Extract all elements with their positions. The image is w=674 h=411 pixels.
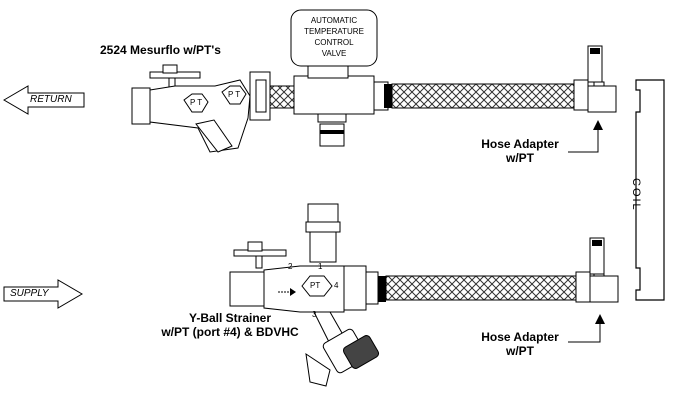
valve-label: AUTOMATIC TEMPERATURE CONTROL VALVE (291, 15, 377, 59)
valve-label-line2: TEMPERATURE (304, 27, 364, 36)
ystrainer-label: Y-Ball Strainer w/PT (port #4) & BDVHC (150, 311, 310, 339)
pt-mark-c: PT (310, 281, 321, 290)
supply-line (229, 203, 619, 387)
hose-adapter-top-line2: w/PT (505, 151, 534, 165)
coil-label: COIL (630, 178, 642, 212)
supply-arrow (3, 279, 83, 309)
valve-label-line4: VALVE (321, 49, 347, 58)
port-num-1: 1 (318, 262, 323, 271)
hose-adapter-top-label: Hose Adapter w/PT (474, 137, 566, 165)
valve-label-line1: AUTOMATIC (310, 16, 358, 25)
port-num-2: 2 (288, 262, 293, 271)
hose-adapter-bottom-line1: Hose Adapter (481, 330, 559, 344)
ystrainer-line1: Y-Ball Strainer (188, 311, 272, 325)
valve-label-line3: CONTROL (314, 38, 354, 47)
mesurflo-label: 2524 Mesurflo w/PT's (100, 43, 221, 57)
supply-label: SUPPLY (10, 288, 49, 299)
pt-mark-a: P T (190, 98, 203, 107)
hose-adapter-top-line1: Hose Adapter (481, 137, 559, 151)
ystrainer-line2: w/PT (port #4) & BDVHC (161, 325, 299, 339)
hose-adapter-bottom-line2: w/PT (505, 344, 534, 358)
hose-adapter-bottom-label: Hose Adapter w/PT (474, 330, 566, 358)
port-num-3: 3 (312, 310, 317, 319)
pt-mark-b: P T (228, 90, 241, 99)
return-line (131, 9, 617, 153)
port-num-4: 4 (334, 281, 339, 290)
coil (635, 79, 665, 301)
return-arrow (3, 85, 85, 115)
return-label: RETURN (30, 94, 72, 105)
